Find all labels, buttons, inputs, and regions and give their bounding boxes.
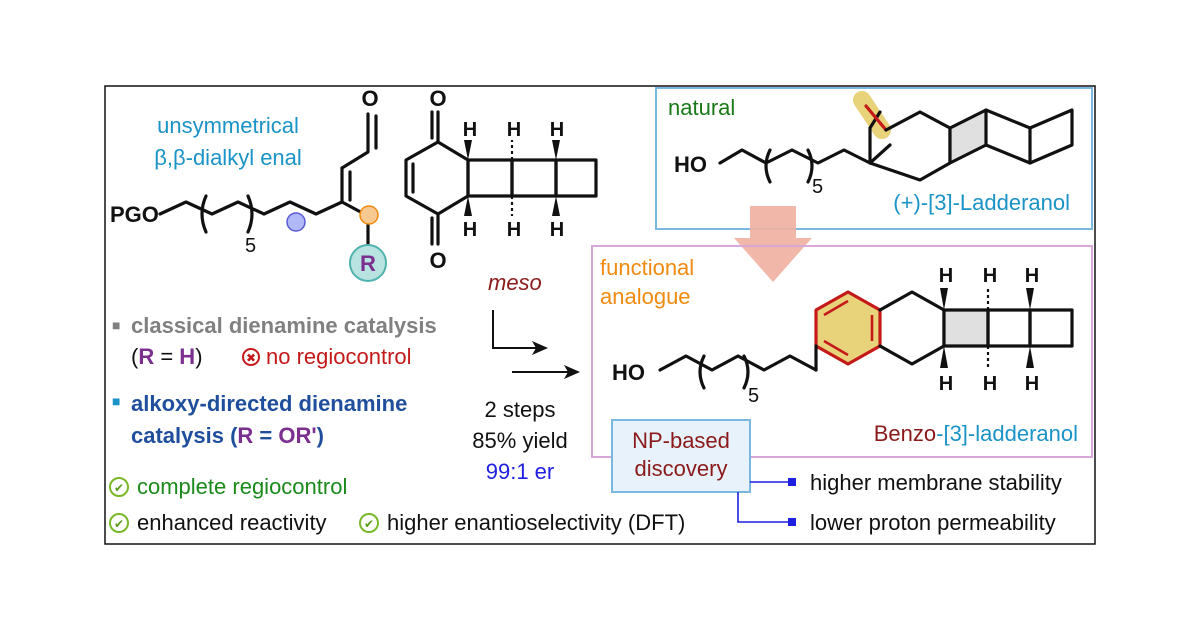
outcome-membrane-stability: higher membrane stability [810, 470, 1062, 495]
natural-repeat-subscript: 5 [812, 176, 823, 198]
no-regiocontrol-text: no regiocontrol [266, 344, 412, 369]
analogue-h-4: H [939, 373, 953, 395]
r-group-circle [349, 244, 387, 282]
natural-to-analogue-arrow [734, 206, 812, 282]
reaction-er: 99:1 er [486, 459, 555, 484]
dione-h-6: H [550, 219, 564, 241]
dione-h-1: H [463, 119, 477, 141]
dione-h-2: H [507, 119, 521, 141]
outer-frame [104, 85, 1096, 545]
natural-ho: HO [674, 152, 707, 177]
analogue-h-1: H [939, 265, 953, 287]
dione-o-bottom: O [429, 248, 446, 273]
benefit-complete-regiocontrol: complete regiocontrol [137, 474, 347, 499]
benefit-enhanced-reactivity: enhanced reactivity [137, 510, 327, 535]
alkoxy-text-line1: alkoxy-directed dienamine [131, 391, 407, 416]
gamma-prime-marker [286, 212, 306, 232]
natural-name: (+)-[3]-Ladderanol [893, 190, 1070, 215]
classical-text: classical dienamine catalysis [131, 313, 437, 338]
check-glyph: ✔ [114, 481, 124, 495]
natural-label: natural [668, 95, 735, 120]
r-label: R [360, 251, 376, 276]
analogue-name: Benzo-[3]-ladderanol [874, 421, 1078, 446]
fail-glyph: ✖ [246, 351, 256, 365]
np-box-line2: discovery [635, 456, 728, 481]
enal-carbonyl-o: O [361, 86, 378, 111]
dione-h-4: H [463, 219, 477, 241]
np-box-line1: NP-based [632, 428, 730, 453]
check-glyph: ✔ [114, 517, 124, 531]
enal-repeat-subscript: 5 [245, 235, 256, 257]
benefit-higher-enantioselectivity: higher enantioselectivity (DFT) [387, 510, 685, 535]
natural-box [655, 87, 1093, 230]
analogue-h-2: H [983, 265, 997, 287]
analogue-repeat-subscript: 5 [748, 385, 759, 407]
dione-h-3: H [550, 119, 564, 141]
analogue-ho: HO [612, 360, 645, 385]
reaction-arrow [492, 310, 580, 379]
check-icon [109, 477, 129, 497]
benzo-ladderanol-structure [658, 288, 1074, 390]
check-glyph: ✔ [364, 517, 374, 531]
enal-structure [158, 112, 387, 282]
dione-structure [404, 110, 598, 246]
reaction-steps: 2 steps [485, 397, 556, 422]
dione-h-5: H [507, 219, 521, 241]
meso-label: meso [488, 270, 542, 295]
gamma-marker [359, 205, 379, 225]
classical-condition: (R = H) [131, 344, 203, 369]
enal-heading-line2: β,β-dialkyl enal [154, 145, 302, 170]
enal-heading-line1: unsymmetrical [157, 113, 299, 138]
analogue-h-6: H [1025, 373, 1039, 395]
no-regiocontrol-icon [242, 348, 260, 366]
analogue-box [591, 245, 1093, 458]
classical-bullet: ■ [112, 317, 120, 333]
reaction-yield: 85% yield [472, 428, 567, 453]
analogue-h-3: H [1025, 265, 1039, 287]
analogue-h-5: H [983, 373, 997, 395]
alkoxy-bullet: ■ [112, 393, 120, 409]
outcome-connectors [737, 478, 796, 526]
analogue-label-line2: analogue [600, 284, 691, 309]
check-icon [109, 513, 129, 533]
np-box [611, 419, 751, 493]
outcome-proton-permeability: lower proton permeability [810, 510, 1056, 535]
check-icon [359, 513, 379, 533]
ladderanol-structure [718, 91, 1074, 184]
dione-o-top: O [429, 86, 446, 111]
alkoxy-text-line2: catalysis (R = OR') [131, 423, 324, 448]
pgo-label: PGO [110, 202, 159, 227]
analogue-label-line1: functional [600, 255, 694, 280]
